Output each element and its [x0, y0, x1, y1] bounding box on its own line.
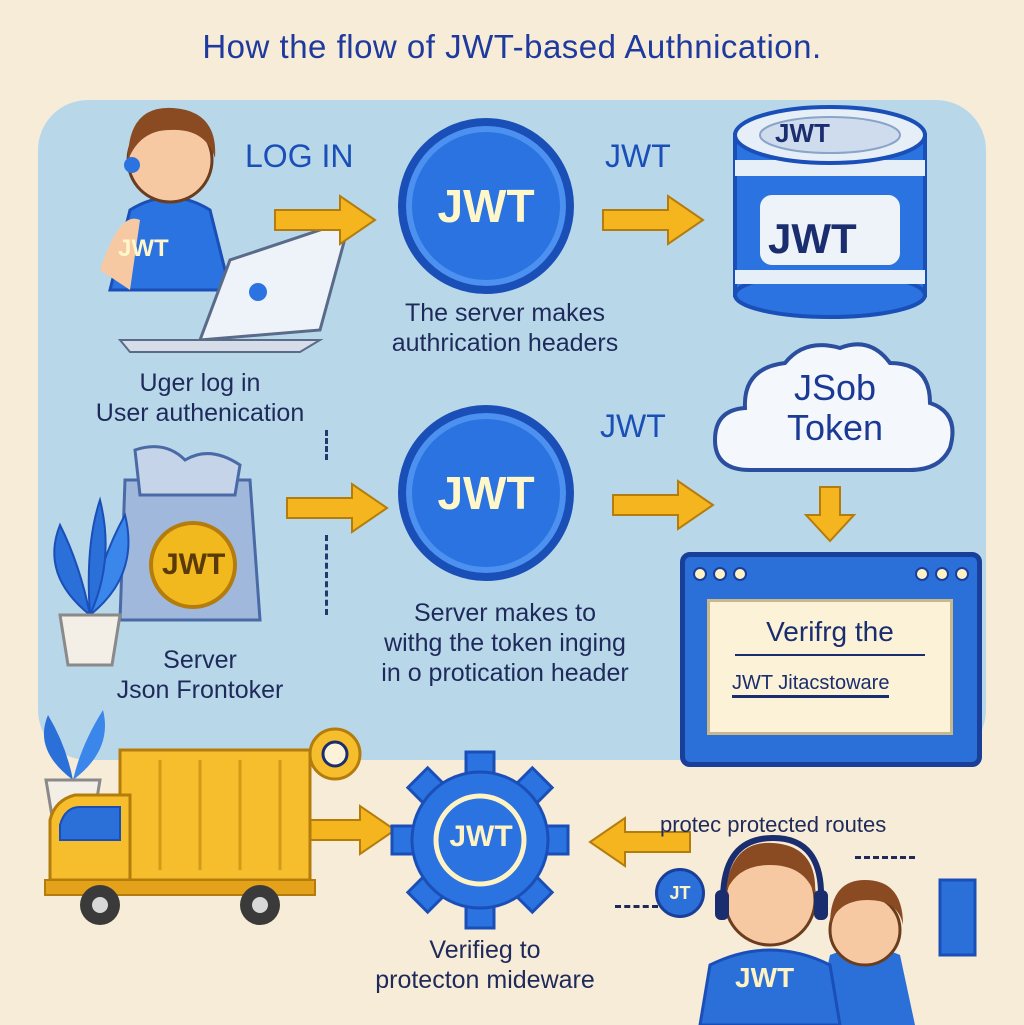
jwt-label: JWT [600, 408, 666, 444]
bag-coin-label: JWT [162, 548, 226, 581]
arrow-down-icon [803, 486, 857, 543]
shirt-label: JWT [118, 235, 169, 262]
delivery-truck-icon [44, 748, 316, 925]
token-bag-icon [118, 445, 262, 622]
jwt-badge: JT [655, 868, 705, 918]
frontend-caption: Server Json Frontoker [116, 646, 284, 704]
protected-routes-caption: protec protected routes [660, 812, 887, 837]
can-front-label: JWT [768, 215, 857, 262]
dashed-connector [855, 856, 915, 859]
verify-text: Verifrg the [766, 616, 894, 647]
jwt-label: JWT [605, 138, 671, 174]
dashed-connector [325, 535, 328, 615]
cloud-icon [712, 342, 955, 472]
middleware-caption: Verifieg to protecton mideware [375, 936, 595, 994]
dashed-connector [325, 430, 328, 460]
server-token-caption: Server makes to withg the token inging i… [381, 599, 629, 687]
gear-label: JWT [449, 820, 513, 853]
server-makes-caption: The server makes authrication headers [391, 299, 619, 357]
jwt-token-circle: JWT [398, 118, 574, 294]
gear-icon [390, 750, 570, 930]
divider [735, 654, 925, 656]
plant-icon [53, 496, 130, 667]
window-controls [693, 567, 747, 581]
dashed-connector [615, 905, 695, 908]
protected-users-illustration [698, 834, 977, 1025]
user-laptop-illustration [100, 107, 353, 353]
user-login-caption: Uger log in User authenication [95, 369, 305, 427]
login-label: LOG IN [245, 138, 354, 174]
arrow-right-icon [602, 194, 705, 246]
jwt-middleware-text: JWT Jitacstoware [732, 672, 890, 698]
browser-content: Verifrg the JWT Jitacstoware [707, 599, 953, 735]
shirt-label: JWT [735, 962, 795, 993]
can-top-label: JWT [775, 118, 830, 148]
browser-window: Verifrg the JWT Jitacstoware [680, 552, 982, 767]
arrow-right-icon [274, 194, 377, 246]
arrow-right-icon [286, 482, 389, 534]
cloud-text: JSob Token [786, 367, 884, 448]
page-title: How the flow of JWT-based Authnication. [202, 28, 822, 65]
arrow-right-icon [612, 479, 715, 531]
coin-icon [308, 727, 362, 781]
jwt-storage-can-icon [733, 105, 927, 319]
jwt-token-circle: JWT [398, 405, 574, 581]
arrow-left-icon [588, 816, 691, 868]
window-controls [915, 567, 969, 581]
